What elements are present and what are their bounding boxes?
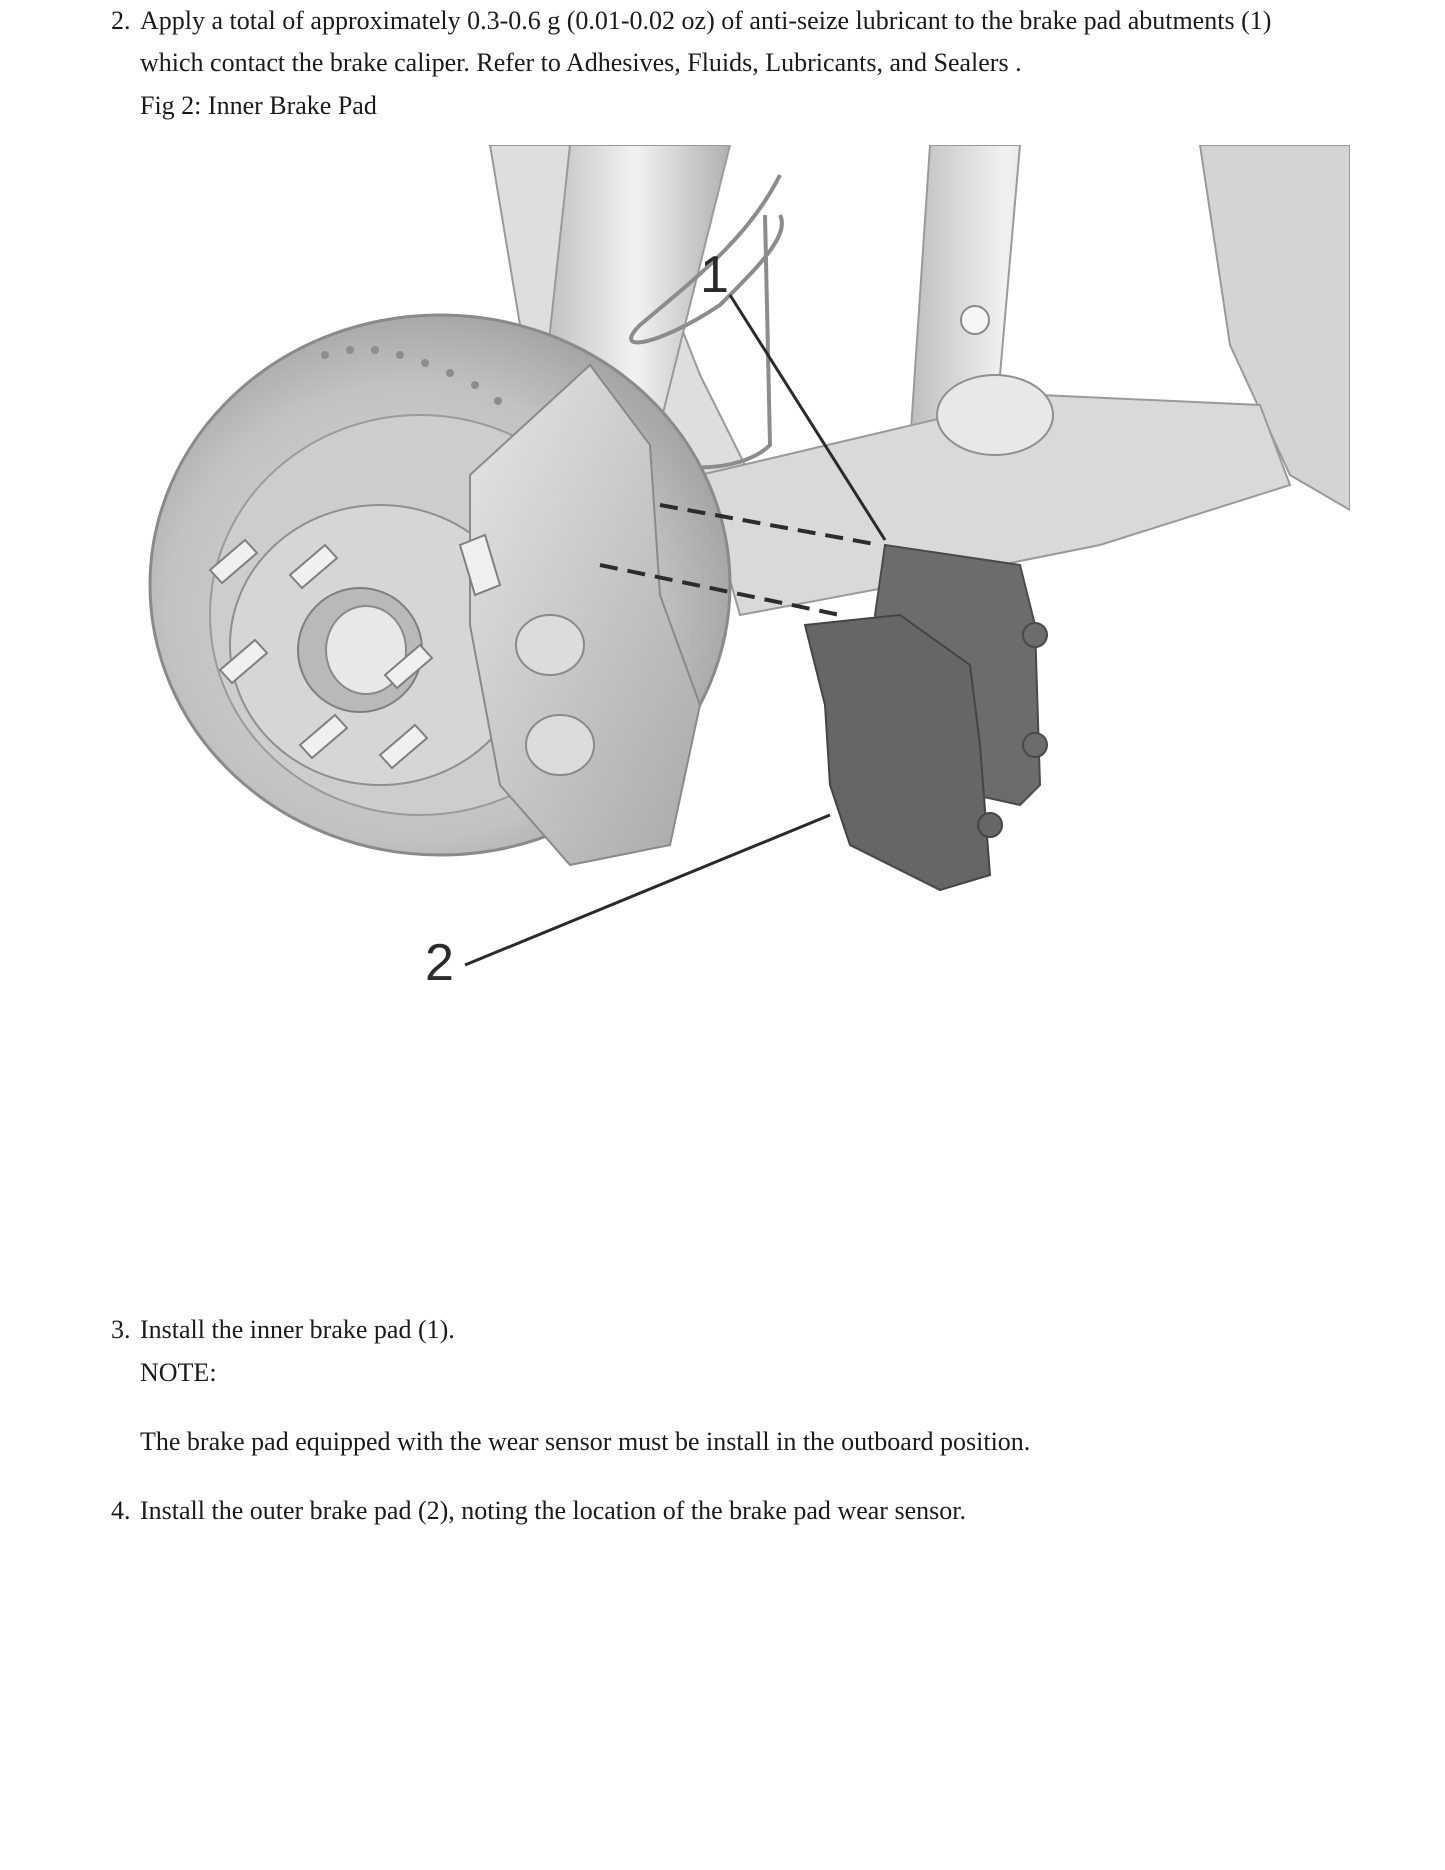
figure-caption-text: Fig 2: Inner Brake Pad (140, 91, 377, 120)
brake-assembly-illustration: 1 2 (148, 145, 1350, 992)
step-text-line-2: which contact the brake caliper. Refer t… (140, 48, 1022, 77)
wheel-studs (208, 538, 434, 770)
callout-1-leader (728, 294, 887, 541)
note-label-text: NOTE: (140, 1358, 217, 1387)
outer-pad-tabs (977, 812, 1003, 838)
caliper-pistons (515, 614, 595, 776)
installation-guide-lines (599, 503, 881, 617)
callout-1-label: 1 (700, 246, 729, 304)
ball-joint (936, 374, 1054, 456)
callout-2-leader (464, 813, 831, 967)
step-text-line-1: Apply a total of approximately 0.3-0.6 g… (140, 6, 1272, 35)
callout-2-label: 2 (425, 934, 454, 992)
step-text: Install the outer brake pad (2), noting … (140, 1496, 966, 1525)
caliper-bleeder (458, 533, 502, 597)
lower-control-arm (698, 393, 1292, 617)
rotor-holes (321, 346, 502, 405)
hub-bore-inner (325, 605, 407, 695)
step-number: 2. (111, 6, 131, 35)
step-text: Install the inner brake pad (1). (140, 1315, 455, 1344)
column-bolt (960, 305, 990, 335)
wheel-well-panel (1198, 145, 1350, 512)
inner-pad-tabs (1022, 622, 1048, 758)
outer-brake-pad (803, 613, 992, 892)
note-body-text: The brake pad equipped with the wear sen… (140, 1427, 1031, 1456)
step-number: 4. (111, 1496, 131, 1525)
step-number: 3. (111, 1315, 131, 1344)
